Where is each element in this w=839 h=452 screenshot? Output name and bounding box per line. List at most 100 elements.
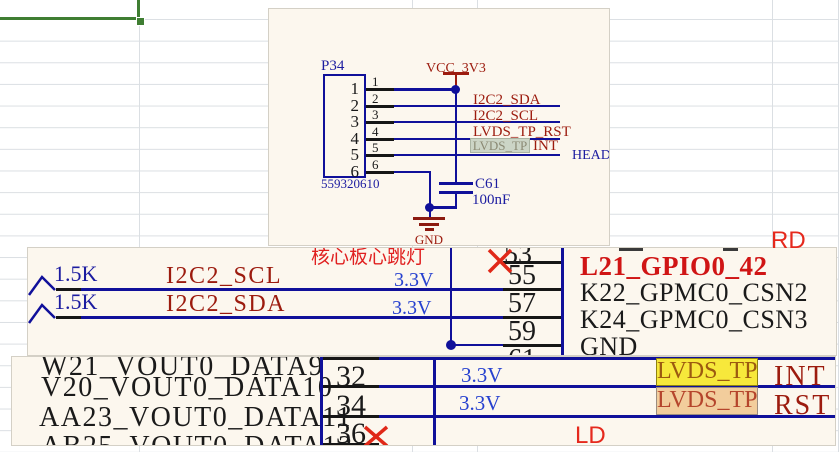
wire-cap-top — [454, 89, 457, 182]
pin-stub — [366, 154, 394, 157]
net-label-rst: LVDS_TP_RST — [473, 124, 571, 140]
pin-stub — [323, 357, 379, 360]
connector-edge — [320, 357, 323, 445]
pin-stub — [503, 261, 562, 264]
pin-stub — [323, 443, 379, 445]
body-pin-number: 2 — [350, 96, 360, 115]
pin-stub — [366, 138, 394, 141]
resistor-lead — [56, 316, 81, 319]
grid-vertical-line — [772, 0, 773, 452]
net-name: W21_VOUT0_DATA9 — [41, 356, 325, 382]
cap-plate — [439, 182, 473, 185]
clipped-text-remnant — [723, 248, 738, 251]
schematic-image-i2c2-nets[interactable]: 1.5K 1.5K I2C2_SCL I2C2_SDA 核心板心跳灯 3.3V … — [27, 247, 837, 356]
net-label-scl: I2C2_SCL — [473, 108, 539, 124]
voltage-label: 3.3V — [461, 363, 503, 387]
pin-number: 53 — [504, 247, 532, 270]
wire-gnd-vertical — [428, 172, 431, 217]
pin-name: K22_GPMC0_CSN2 — [580, 278, 809, 307]
pin-stub — [366, 121, 394, 124]
pin-number: 59 — [508, 316, 536, 347]
wire-lvds-tp-int — [394, 153, 560, 157]
clipped-text-remnant — [619, 248, 643, 251]
wire-lvds-tp-rst — [379, 415, 835, 418]
net-label-int-highlight: LVDS_TP — [470, 138, 530, 153]
stub-pin-label: 2 — [372, 91, 379, 106]
net-suffix-int: INT — [774, 361, 827, 392]
resistor-zigzag-icon — [28, 303, 56, 324]
pin-stub — [503, 316, 562, 319]
cap-value: 100nF — [472, 192, 511, 208]
gnd-bar-icon — [413, 217, 445, 220]
fill-handle[interactable] — [136, 17, 145, 26]
gnd-bar-icon — [419, 222, 439, 226]
stub-pin-label: 1 — [372, 74, 379, 89]
connector-edge — [561, 248, 564, 355]
pin-stub — [366, 171, 394, 174]
pin-number: 55 — [508, 260, 536, 291]
wire-row — [379, 357, 835, 360]
net-name: AB25_VOUT0_DATA12 — [41, 432, 354, 445]
pin-name: GND — [580, 332, 638, 356]
vcc-bar-icon — [443, 72, 469, 75]
resistor-value: 1.5K — [54, 289, 98, 314]
net-label-sda: I2C2_SDA — [473, 92, 541, 108]
cap-plate — [439, 191, 473, 194]
wire-cap-bottom — [454, 194, 457, 208]
resistor-zigzag-icon — [28, 275, 56, 296]
resistor-lead — [56, 288, 81, 291]
body-pin-number: 3 — [350, 112, 360, 131]
wire-i2c2-scl — [394, 120, 560, 124]
pin-stub — [366, 105, 394, 108]
wire-vertical — [449, 248, 453, 345]
junction-dot — [425, 203, 434, 212]
wire-i2c2-sda — [81, 316, 503, 319]
voltage-label: 3.3V — [394, 269, 434, 291]
pin-stub — [323, 415, 379, 418]
net-highlight-int: LVDS_TP — [656, 358, 758, 386]
voltage-label: 3.3V — [392, 297, 432, 319]
body-pin-number: 6 — [350, 162, 360, 181]
pin-stub — [503, 288, 562, 291]
pin-number: 34 — [336, 389, 366, 422]
pin-number: 36 — [336, 417, 366, 446]
connector-edge — [433, 357, 436, 445]
pin-number: 32 — [336, 360, 366, 393]
annotation-ld: LD — [575, 422, 606, 446]
stub-pin-label: 4 — [372, 124, 379, 139]
pin-name-highlighted: L21_GPIO0_42 — [580, 251, 768, 281]
pin-stub — [366, 88, 394, 91]
stub-pin-label: 5 — [372, 140, 379, 155]
body-pin-number: 4 — [350, 129, 360, 148]
wire-cap-to-gnd — [429, 206, 457, 209]
vcc-3v3-label: VCC_3V3 — [426, 61, 486, 76]
pin-number: 57 — [508, 288, 536, 319]
grid-vertical-line — [139, 0, 140, 452]
head-label: HEAD — [572, 148, 610, 163]
wire-i2c2-sda — [394, 104, 560, 108]
body-pin-number: 5 — [350, 145, 360, 164]
pin-stub — [323, 385, 379, 388]
annotation-rd: RD — [771, 227, 806, 254]
gnd-bar-icon — [425, 228, 434, 231]
resistor-value: 1.5K — [54, 261, 98, 286]
pin-stub — [503, 344, 562, 347]
part-number: 559320610 — [321, 176, 380, 191]
no-connect-x-icon — [487, 248, 513, 274]
heartbeat-note: 核心板心跳灯 — [311, 247, 426, 268]
net-highlight-rst: LVDS_TP — [656, 387, 758, 415]
schematic-image-vout-pins[interactable]: W21_VOUT0_DATA9 V20_VOUT0_DATA10 AA23_VO… — [11, 356, 836, 446]
stub-pin-label: 3 — [372, 107, 379, 122]
net-label-int-suffix: INT — [533, 138, 558, 154]
wire-to-pin59 — [451, 343, 503, 347]
wire-pin1 — [394, 88, 456, 91]
wire-lvds-tp-int — [379, 385, 835, 388]
net-label-scl: I2C2_SCL — [166, 263, 283, 289]
schematic-image-connector-p34[interactable]: P34 1 2 3 4 5 6 1 2 3 4 5 6 VCC_3V3 — [268, 8, 610, 246]
stub-pin-label: 6 — [372, 157, 379, 172]
voltage-label: 3.3V — [459, 391, 501, 415]
net-name: AA23_VOUT0_DATA11 — [39, 402, 353, 433]
wire-pin6 — [394, 170, 431, 173]
vcc-stem — [454, 74, 457, 89]
